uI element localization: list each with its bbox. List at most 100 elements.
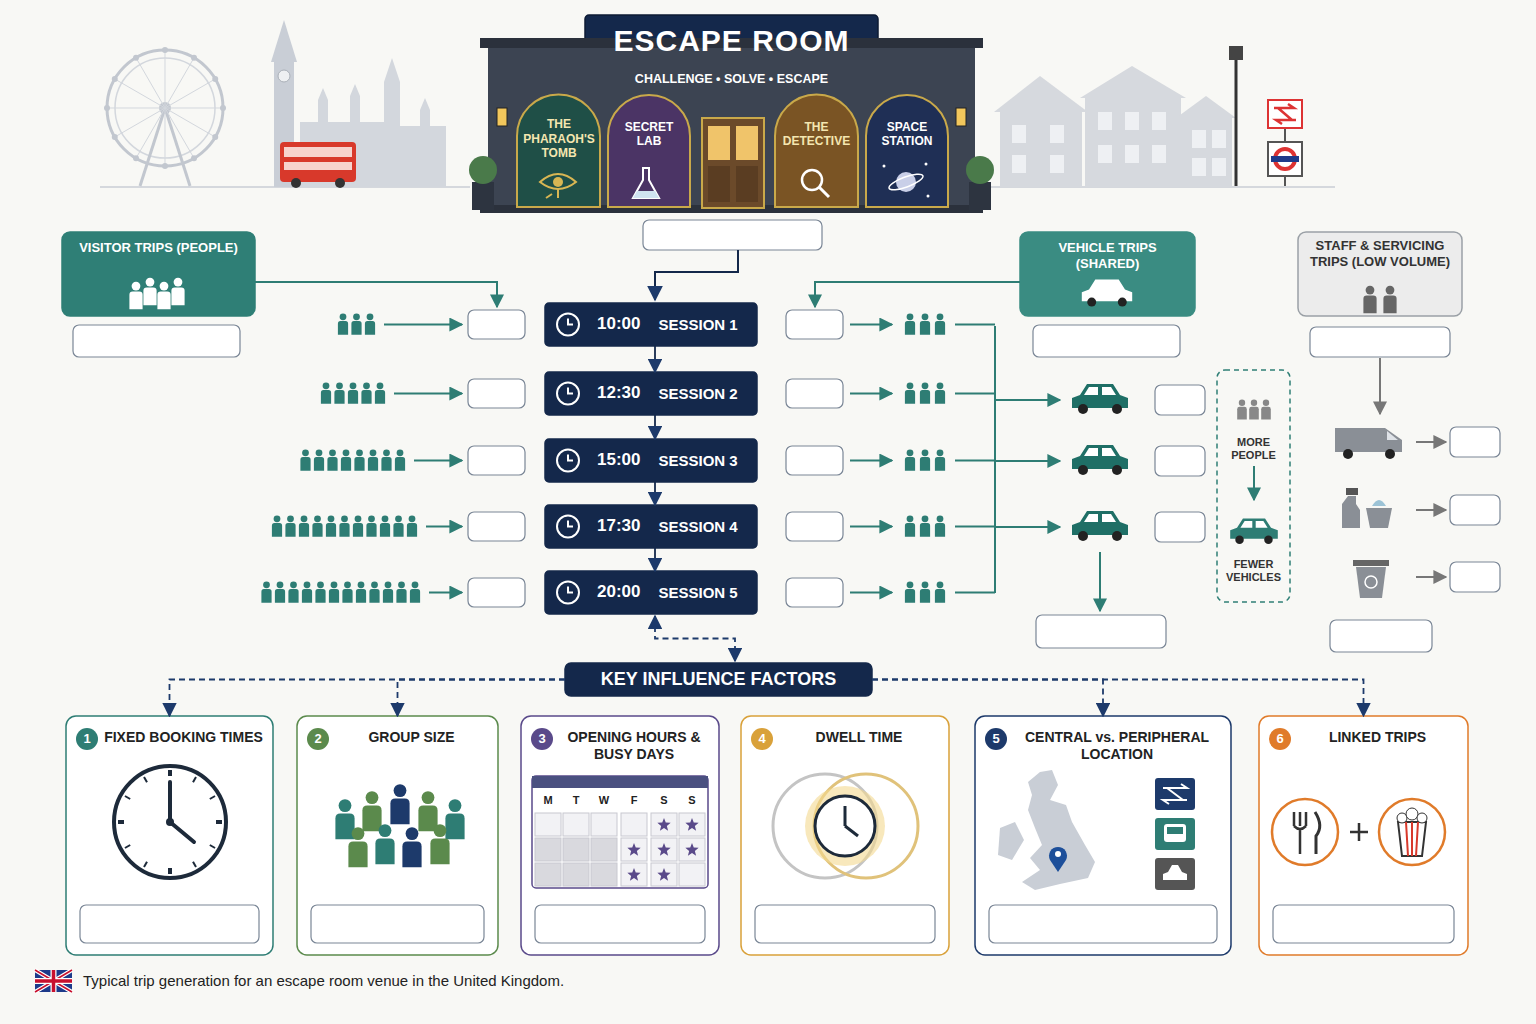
person-icon xyxy=(937,581,944,588)
clock-illustration xyxy=(168,770,172,776)
person-icon xyxy=(390,784,409,824)
person-icon xyxy=(341,515,348,522)
calendar-illustration xyxy=(563,813,589,836)
calendar-illustration xyxy=(621,813,647,836)
flow-arrow xyxy=(426,526,462,528)
skyline-right xyxy=(1235,58,1238,186)
calendar-illustration xyxy=(532,776,708,888)
person-icon xyxy=(935,457,945,471)
flow-arrow xyxy=(414,460,462,462)
person-icon xyxy=(375,390,385,404)
person-icon xyxy=(314,449,324,470)
weekday-letter: W xyxy=(594,792,614,808)
person-icon xyxy=(358,581,365,588)
london-eye xyxy=(117,80,165,108)
escape-room-building xyxy=(488,45,975,210)
flow-arrow xyxy=(655,250,738,300)
node-fill xyxy=(545,505,757,548)
bin-icon xyxy=(1353,560,1389,566)
flow-arrow xyxy=(955,592,995,594)
person-icon xyxy=(323,382,330,389)
car-icon xyxy=(1084,514,1116,522)
clock-icon xyxy=(557,314,579,336)
clock-icon xyxy=(557,450,579,472)
skyline-right xyxy=(1085,96,1181,187)
skyline-right xyxy=(1152,145,1166,163)
person-icon xyxy=(263,581,270,588)
skyline-right xyxy=(1212,158,1226,176)
person-icon xyxy=(922,449,929,456)
clock-illustration xyxy=(125,845,130,848)
person-icon xyxy=(383,581,393,602)
person-icon xyxy=(907,581,914,588)
skyline-right xyxy=(1229,46,1243,60)
empty-box xyxy=(755,905,935,943)
person-icon xyxy=(920,321,930,335)
red-bus xyxy=(291,178,301,188)
car-icon xyxy=(1084,387,1116,395)
escape-room-building xyxy=(497,108,507,126)
escape-room-building xyxy=(708,126,730,160)
room-door: THE DETECTIVE xyxy=(777,112,856,156)
person-icon xyxy=(937,449,944,456)
cleaning-icon xyxy=(1342,496,1360,528)
people-icon xyxy=(129,278,1402,868)
person-icon xyxy=(1251,400,1257,406)
uk-flag xyxy=(35,970,72,992)
person-icon xyxy=(160,282,169,291)
escape-room-building xyxy=(546,188,558,198)
person-icon xyxy=(937,515,944,522)
person-icon xyxy=(395,449,405,470)
van-icon xyxy=(1387,431,1398,440)
empty-box xyxy=(468,512,525,541)
person-icon xyxy=(335,814,354,840)
person-icon xyxy=(353,523,363,537)
person-icon xyxy=(355,515,362,522)
factor-card: 1FIXED BOOKING TIMES xyxy=(66,716,273,955)
person-icon xyxy=(146,278,155,287)
session-box-text: SESSION 5 xyxy=(658,584,737,602)
calendar-illustration xyxy=(535,838,561,861)
person-icon xyxy=(397,449,404,456)
flow-arrow xyxy=(1379,358,1381,414)
uk-flag xyxy=(35,970,72,992)
calendar-illustration xyxy=(679,863,705,886)
skyline-right xyxy=(1192,158,1206,176)
factor-card-text: CENTRAL vs. PERIPHERAL LOCATION xyxy=(1013,729,1221,763)
clock-icon xyxy=(557,314,579,336)
linked-trips-illustration xyxy=(1406,822,1418,856)
flow-arrow xyxy=(955,460,995,462)
empty-box xyxy=(1155,512,1205,542)
session-box-text: 10:00 xyxy=(597,314,640,334)
node-fill xyxy=(1217,370,1290,602)
empty-box xyxy=(468,310,525,339)
person-icon xyxy=(275,589,285,603)
london-eye xyxy=(165,108,166,164)
calendar-illustration xyxy=(685,818,698,831)
weekday-letter: S xyxy=(682,792,702,808)
calendar-illustration xyxy=(651,813,677,836)
person-icon xyxy=(340,313,347,320)
car-icon xyxy=(1087,298,1096,307)
van-icon xyxy=(1343,449,1353,459)
person-icon xyxy=(381,449,391,470)
london-eye xyxy=(112,134,118,140)
flow-arrow xyxy=(850,526,892,528)
person-icon xyxy=(299,523,309,537)
factor-card-text: LINKED TRIPS xyxy=(1297,729,1458,746)
factor-card: 2GROUP SIZE xyxy=(297,716,498,955)
person-icon xyxy=(132,282,141,291)
linked-trips-illustration xyxy=(1315,812,1320,854)
linked-trips-illustration xyxy=(1379,799,1445,865)
skyline-left xyxy=(100,20,470,188)
person-icon xyxy=(418,791,437,831)
person-icon xyxy=(1237,400,1247,420)
session-box-text: 12:30 xyxy=(597,383,640,403)
person-icon xyxy=(445,814,464,840)
escape-room-building xyxy=(608,95,690,207)
person-icon xyxy=(304,581,311,588)
person-icon xyxy=(362,806,381,832)
london-eye xyxy=(104,47,226,186)
person-icon xyxy=(390,799,409,825)
person-icon xyxy=(365,321,375,335)
